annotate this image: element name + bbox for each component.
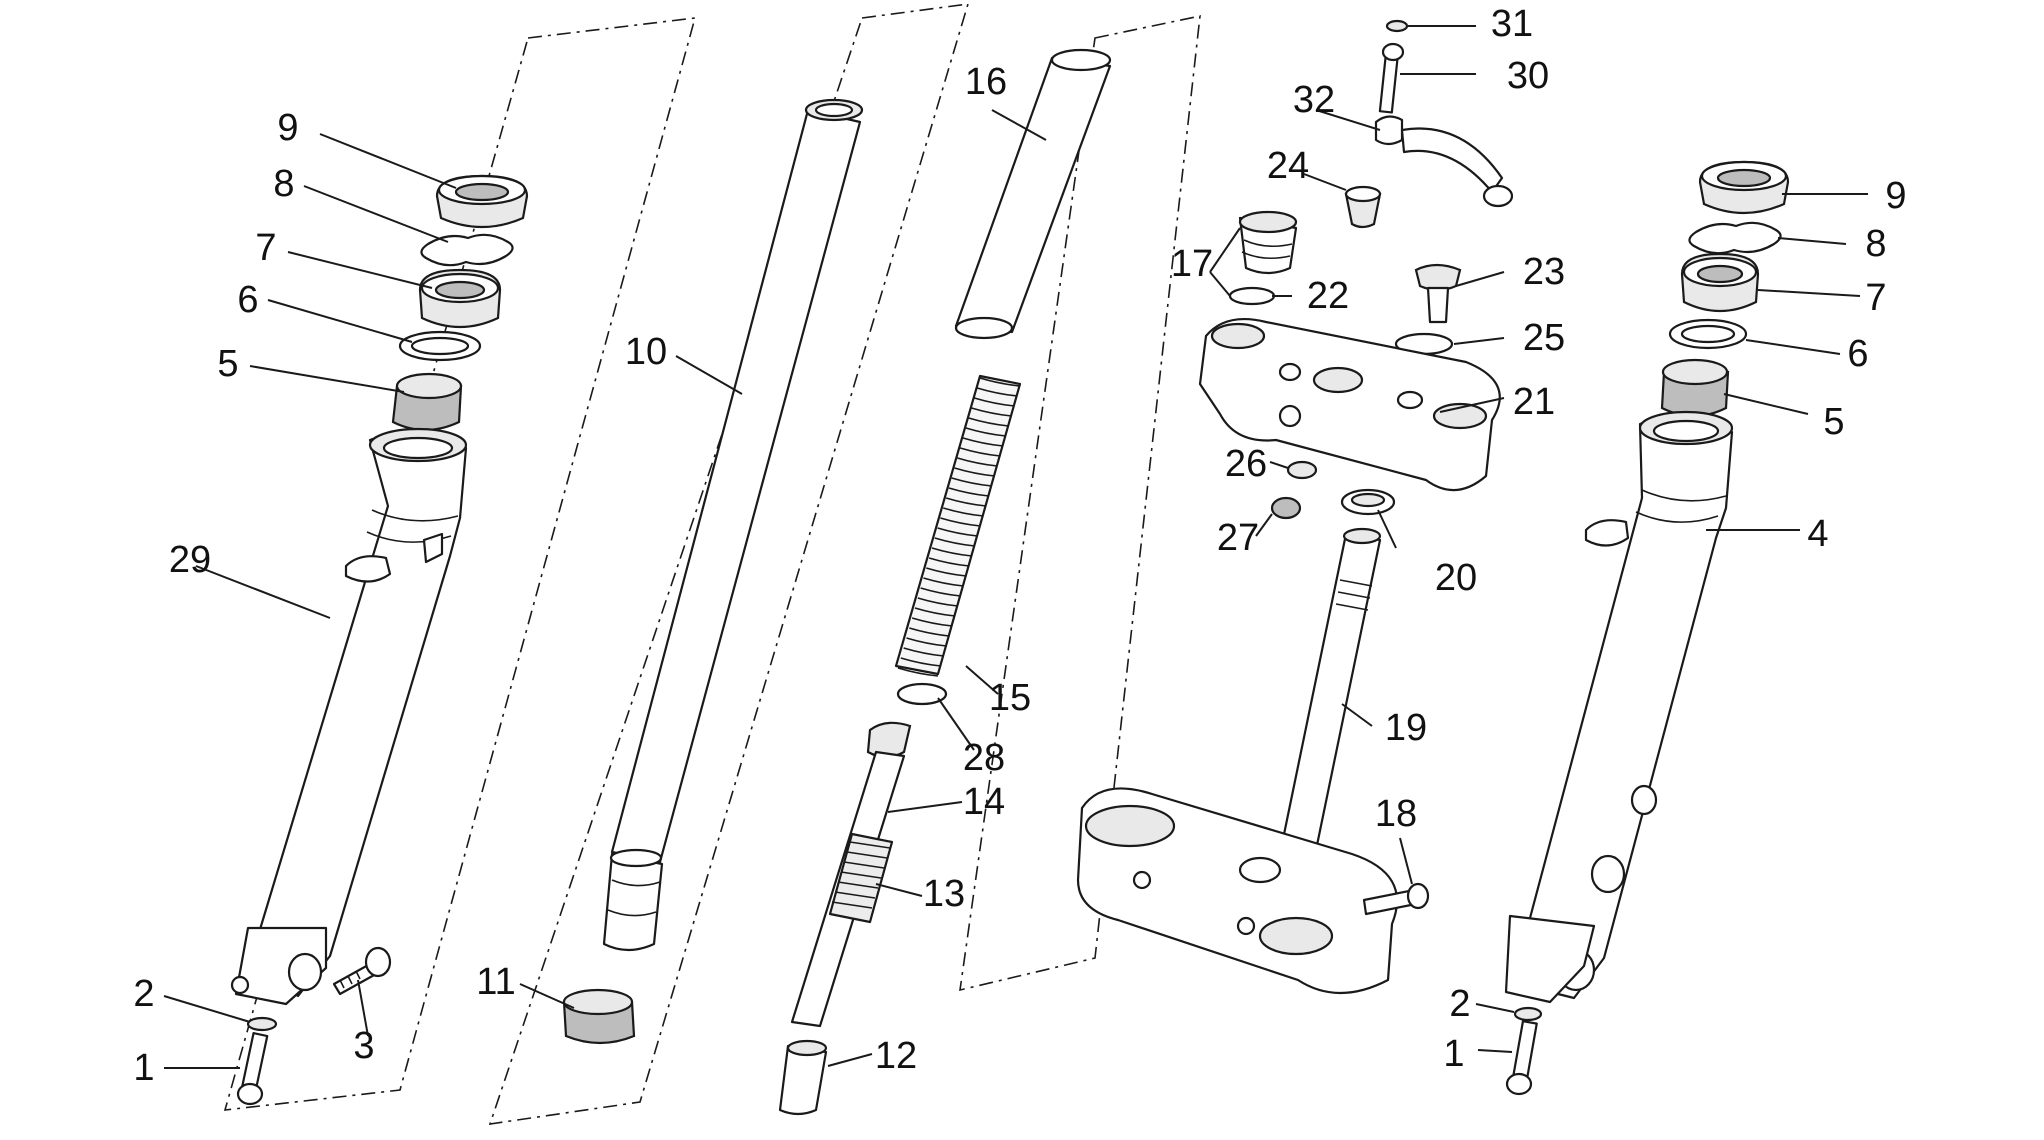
- right-fork-assembly: [1504, 160, 1790, 1096]
- group-frame-center: [488, 3, 970, 1125]
- outer-tube-left: [230, 427, 468, 1006]
- bracket-bushing: [1344, 185, 1382, 229]
- callout-3: 3: [353, 1025, 374, 1067]
- callout-9-right: 9: [1885, 175, 1906, 217]
- callout-23: 23: [1523, 251, 1565, 293]
- callout-26: 26: [1225, 443, 1267, 485]
- handlebar-bracket: [1374, 115, 1514, 208]
- callout-7-right: 7: [1865, 277, 1886, 319]
- fork-spring: [894, 374, 1022, 677]
- clamp-nut: [1286, 460, 1318, 480]
- callout-15: 15: [989, 677, 1031, 719]
- callout-9-left: 9: [277, 107, 298, 149]
- callout-13: 13: [923, 873, 965, 915]
- upper-triple-clamp: [1198, 318, 1501, 492]
- callout-19: 19: [1385, 707, 1427, 749]
- dust-seal-right: [1698, 160, 1790, 215]
- inner-tube: [602, 98, 864, 952]
- inner-tube-bushing: [562, 988, 636, 1045]
- filler-cap: [1238, 210, 1298, 275]
- callout-31: 31: [1491, 3, 1533, 45]
- callout-labels: 9 8 7 6 5 29 2 1 3 10 11 16 15 28 14 13 …: [133, 3, 1906, 1089]
- circlip-left: [420, 233, 514, 267]
- outer-tube-right: [1504, 410, 1734, 1004]
- callout-29: 29: [169, 539, 211, 581]
- callout-27: 27: [1217, 517, 1259, 559]
- callout-4: 4: [1807, 513, 1828, 555]
- washer-left: [398, 330, 482, 362]
- callout-25: 25: [1523, 317, 1565, 359]
- leader-lines: [163, 25, 1868, 1069]
- spacer-tube: [954, 48, 1112, 340]
- callout-21: 21: [1513, 381, 1555, 423]
- washer-right: [1668, 318, 1748, 350]
- callout-24: 24: [1267, 145, 1309, 187]
- ring-nut: [1340, 488, 1396, 516]
- callout-6-right: 6: [1847, 333, 1868, 375]
- lower-triple-clamp: [1076, 787, 1399, 995]
- small-washer-left: [246, 1016, 278, 1032]
- callout-30: 30: [1507, 55, 1549, 97]
- bottom-bolt-right: [1505, 1020, 1538, 1096]
- clamp-screw-top: [1378, 42, 1405, 114]
- callout-10: 10: [625, 331, 667, 373]
- group-frame-right: [959, 14, 1201, 992]
- clamp-bolt-left: [332, 946, 392, 996]
- callout-20: 20: [1435, 557, 1477, 599]
- callout-32: 32: [1293, 79, 1335, 121]
- callout-11: 11: [476, 961, 515, 1003]
- circlip-right: [1688, 221, 1782, 255]
- spring-ring: [896, 682, 948, 706]
- lower-clamp-bolt: [1362, 882, 1430, 916]
- bushing-right: [1660, 358, 1730, 418]
- rebound-spring: [828, 832, 894, 924]
- callout-12: 12: [875, 1035, 917, 1077]
- lock-nut: [1270, 496, 1302, 520]
- callout-1-right: 1: [1443, 1033, 1464, 1075]
- bushing-left: [391, 372, 463, 432]
- callout-7-left: 7: [255, 227, 276, 269]
- callout-8-left: 8: [273, 163, 294, 205]
- callout-28: 28: [963, 737, 1005, 779]
- bottom-bolt-left: [236, 1032, 269, 1106]
- left-fork-assembly: [230, 174, 529, 1106]
- callout-18: 18: [1375, 793, 1417, 835]
- callout-17: 17: [1171, 243, 1213, 285]
- callout-1-left: 1: [133, 1047, 154, 1089]
- callout-2-right: 2: [1449, 983, 1470, 1025]
- callout-22: 22: [1307, 275, 1349, 317]
- callout-8-right: 8: [1865, 223, 1886, 265]
- stem-nut: [1414, 263, 1462, 324]
- callout-2-left: 2: [133, 973, 154, 1015]
- callout-14: 14: [963, 781, 1005, 823]
- oil-seal-right: [1680, 252, 1760, 312]
- steering-stem: [1280, 527, 1382, 852]
- callout-16: 16: [965, 61, 1007, 103]
- o-ring: [1228, 286, 1276, 306]
- small-washer-right: [1513, 1006, 1543, 1022]
- callout-5-right: 5: [1823, 401, 1844, 443]
- damper-cone: [778, 1039, 828, 1116]
- steering-assembly: [1076, 19, 1514, 995]
- callout-6-left: 6: [237, 279, 258, 321]
- callout-5-left: 5: [217, 343, 238, 385]
- oil-seal-left: [418, 268, 502, 329]
- cap: [1385, 19, 1409, 33]
- dust-seal-left: [435, 174, 529, 229]
